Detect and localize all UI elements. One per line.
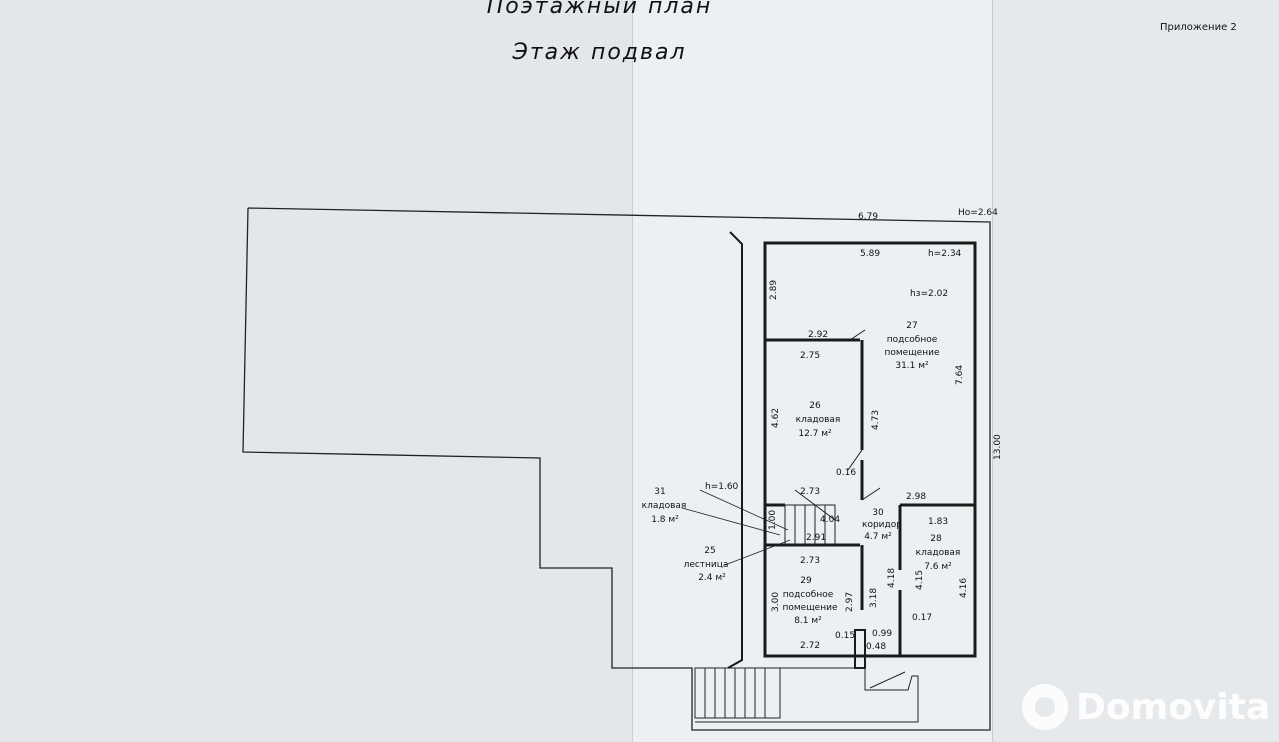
room-30-name: коридор bbox=[862, 520, 902, 530]
building-outline bbox=[242, 207, 991, 731]
dim-stair-top: 2.73 bbox=[800, 487, 820, 497]
domovita-logo-icon bbox=[1022, 684, 1068, 730]
dim-left-26: 4.62 bbox=[771, 408, 781, 428]
dim-top-29: 2.73 bbox=[800, 556, 820, 566]
paper-sheet-middle bbox=[632, 0, 992, 742]
dim-left-27: 2.89 bbox=[769, 280, 779, 300]
room-29-area: 8.1 м² bbox=[794, 616, 822, 626]
dim-28-416: 4.16 bbox=[959, 578, 969, 598]
dim-corr-404: 4.04 bbox=[820, 515, 840, 525]
paper-sheet-left bbox=[0, 0, 632, 742]
paper-fold bbox=[992, 0, 993, 742]
dim-total-depth: 13.00 bbox=[993, 434, 1003, 460]
dim-bottom-272: 2.72 bbox=[800, 641, 820, 651]
dim-28-top: 1.83 bbox=[928, 517, 948, 527]
basement-walls bbox=[727, 231, 977, 669]
room-25-name: лестница bbox=[684, 560, 729, 570]
room-30-number: 30 bbox=[872, 508, 884, 518]
leader-lines bbox=[681, 489, 791, 566]
room-25-area: 2.4 м² bbox=[698, 573, 726, 583]
room-29-name2: помещение bbox=[782, 603, 837, 613]
dim-28-415: 4.15 bbox=[915, 570, 925, 590]
paper-sheet-right bbox=[992, 0, 1279, 742]
room-27-name2: помещение bbox=[884, 348, 939, 358]
dim-29-318: 3.18 bbox=[869, 588, 879, 608]
room-28-area: 7.6 м² bbox=[924, 562, 952, 572]
watermark-text: Domovita bbox=[1076, 686, 1271, 728]
room-31-height: h=1.60 bbox=[705, 482, 739, 492]
dim-28-418: 4.18 bbox=[887, 568, 897, 588]
room-27-name: подсобное bbox=[887, 335, 938, 345]
room-29-name: подсобное bbox=[783, 590, 834, 600]
plan-title: Поэтажный план bbox=[486, 0, 713, 19]
room-31-number: 31 bbox=[654, 487, 665, 497]
room-27-hz: hз=2.02 bbox=[910, 289, 948, 299]
room-31-area: 1.8 м² bbox=[651, 515, 679, 525]
room-28-name: кладовая bbox=[916, 548, 961, 558]
dim-29-297: 2.97 bbox=[845, 592, 855, 612]
dim-stair-291: 2.91 bbox=[806, 533, 826, 543]
height-mark: Ho=2.64 bbox=[958, 208, 998, 218]
room-30-area: 4.7 м² bbox=[864, 532, 892, 542]
dim-outer-top: 6.79 bbox=[858, 212, 878, 222]
dim-015: 0.15 bbox=[835, 631, 855, 641]
dim-wall-016: 0.16 bbox=[836, 468, 856, 478]
dim-017: 0.17 bbox=[912, 613, 932, 623]
staircase bbox=[784, 489, 836, 546]
room-25-number: 25 bbox=[704, 546, 715, 556]
room-27-area: 31.1 м² bbox=[895, 361, 929, 371]
room-29-number: 29 bbox=[800, 576, 812, 586]
paper-fold bbox=[632, 0, 633, 742]
room-31-name: кладовая bbox=[642, 501, 687, 511]
dim-099: 0.99 bbox=[872, 629, 892, 639]
entrance-steps bbox=[694, 667, 919, 723]
floor-title: Этаж подвал bbox=[512, 40, 687, 65]
dim-left-29: 3.00 bbox=[771, 592, 781, 612]
room-26-number: 26 bbox=[809, 401, 821, 411]
domovita-watermark: Domovita bbox=[1022, 684, 1270, 730]
dim-inner-26: 2.75 bbox=[800, 351, 820, 361]
room-27-height: h=2.34 bbox=[928, 249, 962, 259]
dim-048: 0.48 bbox=[866, 642, 886, 652]
dim-stair-100: 1.00 bbox=[768, 510, 778, 530]
appendix-label: Приложение 2 bbox=[1160, 22, 1237, 33]
dim-inner-top: 5.89 bbox=[860, 249, 880, 259]
dim-top-26: 2.92 bbox=[808, 330, 828, 340]
room-26-area: 12.7 м² bbox=[798, 429, 832, 439]
room-28-number: 28 bbox=[930, 534, 942, 544]
dim-right-26: 4.73 bbox=[871, 410, 881, 430]
room-27-number: 27 bbox=[906, 321, 917, 331]
dim-right-total: 7.64 bbox=[955, 365, 965, 385]
dim-corr-298: 2.98 bbox=[906, 492, 926, 502]
room-26-name: кладовая bbox=[796, 415, 841, 425]
